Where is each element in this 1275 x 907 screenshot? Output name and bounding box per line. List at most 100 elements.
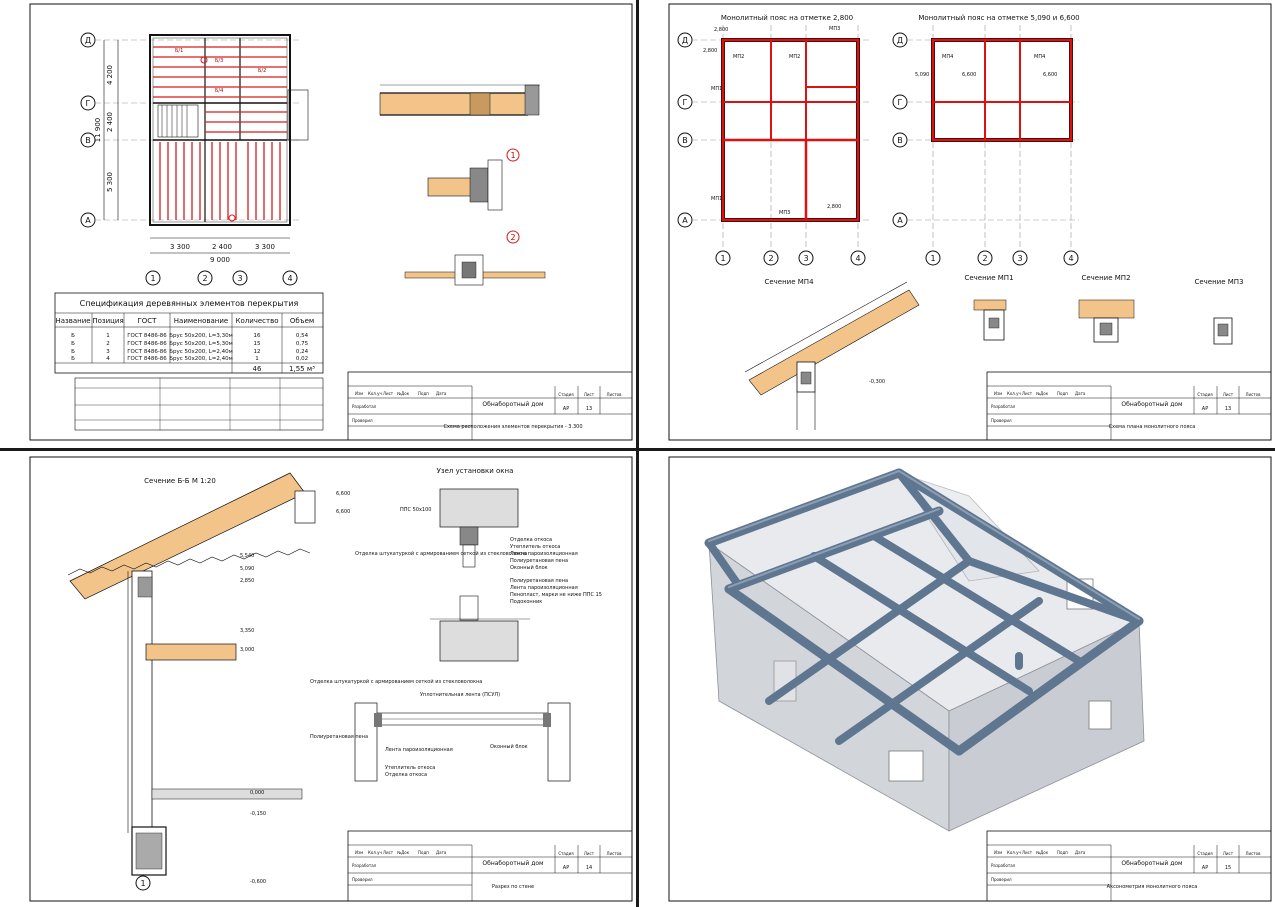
svg-text:Дата: Дата	[436, 391, 447, 396]
belt-plan-right	[931, 38, 1073, 142]
axis-numbers-right: 1 2 3 4	[925, 250, 1079, 266]
svg-text:Стадия: Стадия	[1197, 851, 1213, 856]
svg-text:№Док: №Док	[1036, 850, 1049, 855]
svg-text:Лента пароизоляционная: Лента пароизоляционная	[385, 747, 453, 753]
svg-text:2: 2	[202, 274, 207, 283]
svg-text:Разработал: Разработал	[352, 404, 377, 409]
spec-table-rows: Б 1 ГОСТ 8486-86 Брус 50х200, L=3,30м 16…	[71, 333, 309, 362]
svg-text:МП3: МП3	[779, 210, 790, 216]
svg-text:4: 4	[106, 356, 110, 362]
belt-plan-left	[721, 38, 860, 222]
svg-text:АР: АР	[1202, 406, 1208, 412]
svg-text:Оконный блок: Оконный блок	[510, 564, 548, 571]
svg-text:Название: Название	[55, 317, 90, 325]
svg-text:ГОСТ: ГОСТ	[138, 317, 158, 325]
svg-text:МП2: МП2	[789, 54, 800, 60]
project-name: Обнаборотный дом	[482, 860, 543, 867]
svg-text:Изм: Изм	[355, 850, 363, 855]
svg-text:Оконный блок: Оконный блок	[490, 743, 528, 750]
svg-text:6,600: 6,600	[962, 72, 976, 78]
svg-text:МП1: МП1	[711, 86, 722, 92]
svg-text:4: 4	[1068, 254, 1073, 263]
plan-title-left: Монолитный пояс на отметке 2,800	[721, 14, 853, 22]
svg-text:-0,600: -0,600	[250, 879, 266, 885]
dim-label: 2 400	[106, 112, 114, 132]
svg-text:ГОСТ 8486-86: ГОСТ 8486-86	[127, 349, 167, 355]
project-name: Обнаборотный дом	[1121, 860, 1182, 867]
svg-text:2: 2	[768, 254, 773, 263]
sheet-axonometry: Изм Кол.уч Лист №Док Подп Дата Разработа…	[639, 451, 1275, 907]
svg-text:0,000: 0,000	[250, 790, 264, 796]
dim-label: 2 400	[212, 243, 232, 251]
svg-text:Б: Б	[71, 333, 75, 339]
dim-label: 3 300	[255, 243, 275, 251]
horizontal-separator	[0, 448, 1275, 451]
svg-text:№Док: №Док	[397, 391, 410, 396]
beam-label: Б/2	[258, 68, 266, 74]
svg-text:Отделка откоса: Отделка откоса	[510, 537, 552, 543]
svg-text:2: 2	[982, 254, 987, 263]
svg-text:Подоконник: Подоконник	[510, 599, 542, 605]
title-block: Изм Кол.уч Лист №Док Подп Дата Разработа…	[986, 371, 1272, 441]
spec-total-volume: 1,55 м³	[289, 365, 315, 373]
svg-text:Дата: Дата	[1075, 391, 1086, 396]
svg-text:Лист: Лист	[383, 391, 394, 396]
svg-text:Проверил: Проверил	[352, 877, 373, 882]
plan-title-right: Монолитный пояс на отметке 5,090 и 6,600	[918, 14, 1079, 22]
svg-text:Изм: Изм	[355, 391, 363, 396]
section-mp4	[744, 281, 920, 430]
svg-text:АР: АР	[563, 865, 569, 871]
axis-numbers: 1 2 3 4	[145, 270, 298, 286]
svg-text:Стадия: Стадия	[1197, 392, 1213, 397]
svg-text:6,600: 6,600	[336, 509, 350, 515]
svg-text:Брус 50х200, L=5,30м: Брус 50х200, L=5,30м	[169, 341, 233, 347]
svg-text:Г: Г	[683, 98, 688, 107]
svg-text:3,350: 3,350	[240, 628, 254, 634]
svg-text:Лист: Лист	[1022, 850, 1033, 855]
svg-text:МП4: МП4	[1034, 54, 1045, 60]
svg-text:Лист: Лист	[584, 851, 595, 856]
svg-text:13: 13	[586, 406, 592, 412]
svg-text:6,600: 6,600	[1043, 72, 1057, 78]
svg-text:0,02: 0,02	[296, 356, 308, 362]
svg-text:Разработал: Разработал	[991, 863, 1016, 868]
svg-text:Разработал: Разработал	[352, 863, 377, 868]
svg-text:МП4: МП4	[942, 54, 953, 60]
svg-text:Полиуретановая пена: Полиуретановая пена	[510, 558, 568, 564]
svg-text:-0,150: -0,150	[250, 811, 266, 817]
svg-text:Листов: Листов	[607, 392, 623, 397]
svg-text:Полиуретановая пена: Полиуретановая пена	[310, 734, 368, 740]
svg-text:Проверил: Проверил	[991, 877, 1012, 882]
svg-text:Дата: Дата	[1075, 850, 1086, 855]
beam-label: Б/4	[215, 88, 223, 94]
svg-text:Б: Б	[71, 356, 75, 362]
wall-section: 1	[127, 570, 303, 891]
axis-letter: А	[85, 216, 91, 225]
svg-text:5,540: 5,540	[240, 553, 254, 559]
beam-highlight	[708, 470, 1140, 620]
svg-text:0,54: 0,54	[296, 333, 309, 339]
svg-text:Кол.уч: Кол.уч	[1007, 391, 1021, 396]
svg-text:Подп: Подп	[418, 850, 429, 855]
detail-marker: 1	[510, 151, 515, 160]
svg-text:Утеплитель откоса: Утеплитель откоса	[385, 765, 435, 771]
svg-text:Кол.уч: Кол.уч	[368, 391, 382, 396]
axis-letter: Д	[85, 36, 91, 45]
spec-table: Спецификация деревянных элементов перекр…	[54, 292, 324, 374]
svg-text:Лист: Лист	[1022, 391, 1033, 396]
detail-2: 2	[404, 230, 546, 286]
spec-table-title: Спецификация деревянных элементов перекр…	[80, 299, 299, 308]
svg-text:4: 4	[287, 274, 292, 283]
svg-text:А: А	[682, 216, 688, 225]
section-title: Сечение МП4	[764, 278, 814, 286]
beam-label: Б/3	[215, 58, 223, 64]
svg-text:Г: Г	[898, 98, 903, 107]
svg-text:Лист: Лист	[1223, 851, 1234, 856]
svg-text:МП1: МП1	[711, 196, 722, 202]
sheet2-drawing: Монолитный пояс на отметке 2,800 Монолит…	[668, 3, 1272, 441]
svg-text:№Док: №Док	[1036, 391, 1049, 396]
window-node-upper	[430, 488, 530, 662]
svg-text:13: 13	[1225, 406, 1231, 412]
svg-text:0,24: 0,24	[296, 349, 309, 355]
sheet-floor-beams: Д Г В А 4 200 2 400 5 300 11 900	[0, 0, 636, 448]
